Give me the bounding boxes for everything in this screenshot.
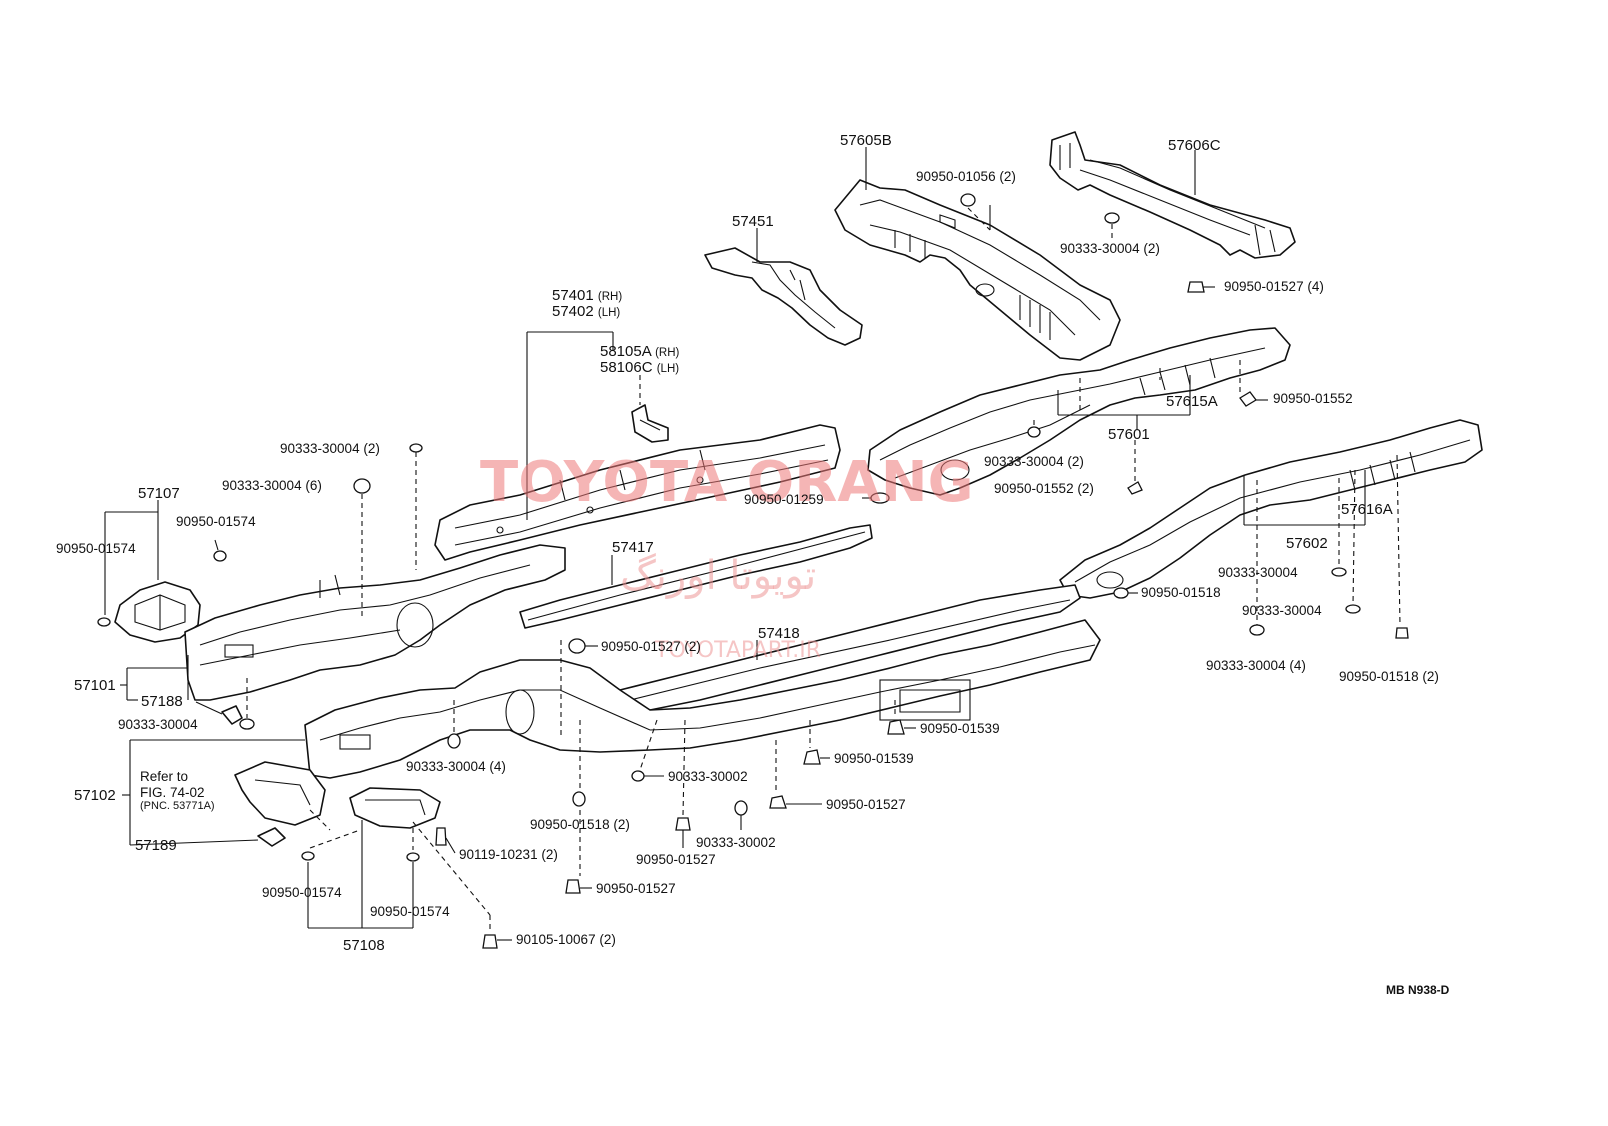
label-57102: 57102 bbox=[74, 787, 116, 804]
label-90950-01574-c: 90950-01574 bbox=[262, 885, 342, 900]
label-90333-30004-h: 90333-30004 bbox=[118, 717, 198, 732]
label-90950-01552-a: 90950-01552 bbox=[1273, 391, 1353, 406]
label-57189: 57189 bbox=[135, 837, 177, 854]
label-90333-30004-e: 90333-30004 bbox=[1218, 565, 1298, 580]
part-57108 bbox=[349, 787, 441, 829]
label-fig-ref: FIG. 74-02 bbox=[140, 785, 205, 800]
part-57417 bbox=[519, 524, 873, 629]
label-57602: 57602 bbox=[1286, 535, 1328, 552]
label-90950-01259: 90950-01259 bbox=[744, 492, 824, 507]
watermark-persian: تویوتا اورنگ bbox=[620, 553, 817, 599]
label-90950-01552-b: 90950-01552 (2) bbox=[994, 481, 1094, 496]
label-90950-01518-c: 90950-01518 (2) bbox=[530, 817, 630, 832]
label-57605B: 57605B bbox=[840, 132, 892, 149]
label-90950-01518-a: 90950-01518 bbox=[1141, 585, 1221, 600]
label-90333-30002-a: 90333-30002 bbox=[668, 769, 748, 784]
label-90950-01518-b: 90950-01518 (2) bbox=[1339, 669, 1439, 684]
part-57102 bbox=[304, 619, 1101, 779]
label-57402: 57402 (LH) bbox=[552, 303, 621, 320]
part-58105A bbox=[631, 404, 669, 443]
label-58105A: 58105A (RH) bbox=[600, 343, 680, 360]
label-57616A: 57616A bbox=[1341, 501, 1393, 518]
label-57615A: 57615A bbox=[1166, 393, 1218, 410]
part-57606C bbox=[1049, 131, 1296, 259]
label-90950-01527-c: 90950-01527 bbox=[826, 797, 906, 812]
label-90119-10231: 90119-10231 (2) bbox=[459, 847, 558, 862]
label-90950-01574-b: 90950-01574 bbox=[56, 541, 136, 556]
label-90333-30004-a: 90333-30004 (2) bbox=[1060, 241, 1160, 256]
label-refer-to: Refer to bbox=[140, 769, 189, 784]
label-90950-01527-b: 90950-01527 (2) bbox=[601, 639, 701, 654]
label-90333-30004-i: 90333-30004 (4) bbox=[406, 759, 506, 774]
part-57418 bbox=[619, 584, 1081, 713]
label-57188: 57188 bbox=[141, 693, 183, 710]
label-90333-30004-b: 90333-30004 (2) bbox=[984, 454, 1084, 469]
part-57188 bbox=[221, 705, 243, 725]
label-90950-01539-b: 90950-01539 bbox=[834, 751, 914, 766]
label-90333-30004-c: 90333-30004 (2) bbox=[280, 441, 380, 456]
label-57418: 57418 bbox=[758, 625, 800, 642]
label-90950-01527-d: 90950-01527 bbox=[636, 852, 716, 867]
label-57606C: 57606C bbox=[1168, 137, 1221, 154]
watermark-site: TOYOTAPART.IR bbox=[655, 638, 822, 663]
label-90333-30004-f: 90333-30004 bbox=[1242, 603, 1322, 618]
part-57602 bbox=[1059, 419, 1483, 599]
label-90950-01527-a: 90950-01527 (4) bbox=[1224, 279, 1324, 294]
leader-lines bbox=[104, 147, 1401, 941]
label-57417: 57417 bbox=[612, 539, 654, 556]
part-57401-57402 bbox=[434, 424, 841, 561]
part-57101 bbox=[184, 544, 566, 701]
label-90333-30004-g: 90333-30004 (4) bbox=[1206, 658, 1306, 673]
label-90333-30002-b: 90333-30002 bbox=[696, 835, 776, 850]
hardware bbox=[97, 193, 1409, 949]
label-90333-30004-d: 90333-30004 (6) bbox=[222, 478, 322, 493]
part-57189 bbox=[257, 827, 286, 847]
drawing-code: MB N938-D bbox=[1386, 983, 1450, 997]
part-fig-74-02 bbox=[234, 761, 326, 826]
label-57451: 57451 bbox=[732, 213, 774, 230]
label-57107: 57107 bbox=[138, 485, 180, 502]
part-57605B bbox=[834, 179, 1121, 361]
label-90105-10067: 90105-10067 (2) bbox=[516, 932, 616, 947]
part-57601 bbox=[867, 327, 1291, 496]
label-90950-01056: 90950-01056 (2) bbox=[916, 169, 1016, 184]
part-57451 bbox=[704, 247, 863, 346]
label-57101: 57101 bbox=[74, 677, 116, 694]
label-57401: 57401 (RH) bbox=[552, 287, 623, 304]
label-58106C: 58106C (LH) bbox=[600, 359, 680, 376]
label-57601: 57601 bbox=[1108, 426, 1150, 443]
label-57108: 57108 bbox=[343, 937, 385, 954]
label-90950-01539-a: 90950-01539 bbox=[920, 721, 1000, 736]
watermark-main: TOYOTA ORANG bbox=[480, 450, 974, 515]
label-90950-01527-e: 90950-01527 bbox=[596, 881, 676, 896]
label-pnc-ref: (PNC. 53771A) bbox=[140, 800, 215, 812]
label-90950-01574-a: 90950-01574 bbox=[176, 514, 256, 529]
label-90950-01574-d: 90950-01574 bbox=[370, 904, 450, 919]
part-57107 bbox=[114, 581, 201, 643]
